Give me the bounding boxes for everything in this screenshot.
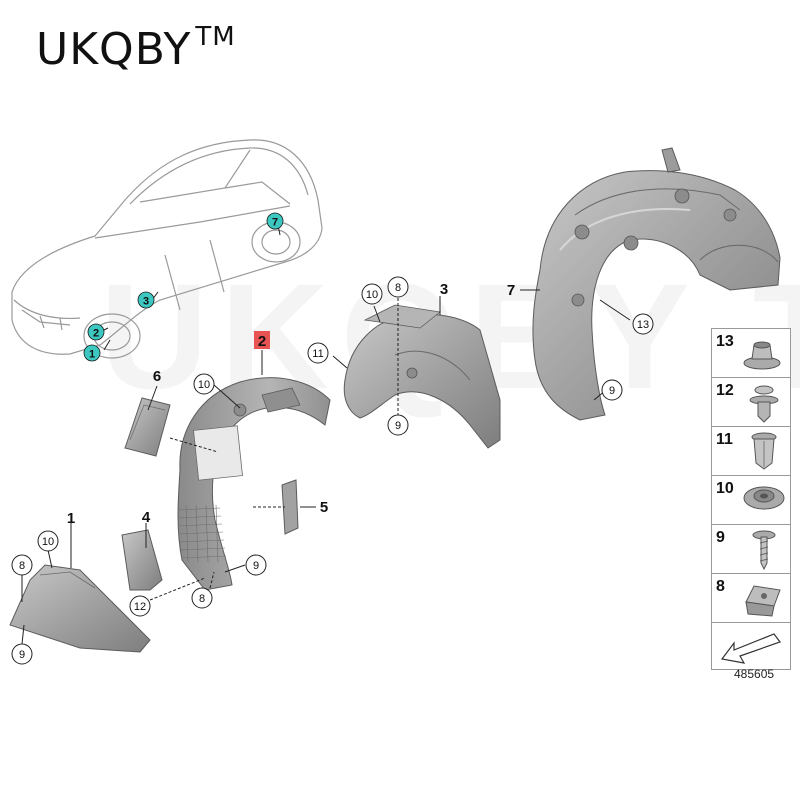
screw-icon: [752, 530, 776, 571]
fastener-callout-group: 10 8 11 9 13 9 10 9 8 12 10 8 9: [11, 276, 654, 665]
car-callout-group: 1 2 3 7: [83, 212, 284, 362]
part-label-5: 5: [320, 499, 328, 516]
car-outline-illustration: [11, 139, 323, 359]
direction-arrow-icon: [720, 633, 781, 664]
car-callout-2-circle: [87, 323, 105, 341]
part-7-rear-wheel-arch-liner: [532, 147, 781, 421]
legend-number: 10: [716, 480, 734, 497]
part-label-4: 4: [142, 509, 151, 526]
legend-row-arrow: [712, 623, 790, 669]
catalog-number: 485605: [734, 667, 775, 681]
part-label-3: 3: [440, 281, 448, 298]
part-5-bracket: [281, 479, 299, 535]
legend-row-12: 12: [712, 378, 790, 427]
car-callout-1: 1: [89, 349, 95, 361]
car-callout-3-circle: [137, 291, 155, 309]
leader-lines: [21, 224, 631, 645]
part-label-2-highlight: [254, 331, 270, 349]
flange-nut-icon: [743, 341, 781, 370]
car-callout-7: 7: [272, 217, 278, 229]
car-callout-1-circle: [83, 344, 101, 362]
callout-9-part7: 9: [609, 385, 615, 397]
legend-number: 13: [716, 333, 734, 350]
part-4-panel: [121, 529, 163, 591]
car-callout-2: 2: [93, 328, 99, 340]
legend-row-11: 11: [712, 427, 790, 476]
callout-8-part2: 8: [199, 593, 205, 605]
washer-clip-icon: [743, 486, 785, 510]
brand-trademark: TM: [195, 22, 236, 52]
fastener-legend: 13 12 11 10: [711, 328, 791, 670]
callout-8-part1: 8: [19, 560, 25, 572]
callout-10-part3: 10: [366, 289, 378, 301]
spring-nut-icon: [745, 585, 781, 617]
part-1-underbody-shield: [9, 564, 151, 653]
part-label-6: 6: [153, 368, 161, 385]
callout-10-part1: 10: [42, 536, 54, 548]
legend-row-10: 10: [712, 476, 790, 525]
part-label-2: 2: [258, 333, 266, 350]
callout-10-part2: 10: [198, 379, 210, 391]
legend-row-8: 8: [712, 574, 790, 623]
legend-number: 9: [716, 529, 725, 546]
car-callout-3: 3: [143, 296, 149, 308]
callout-9-part3: 9: [395, 420, 401, 432]
callout-13-part7: 13: [637, 319, 649, 331]
legend-row-9: 9: [712, 525, 790, 574]
callout-8-part3: 8: [395, 282, 401, 294]
expanding-nut-icon: [751, 432, 777, 470]
part-label-7: 7: [507, 282, 515, 299]
car-callout-7-circle: [266, 212, 284, 230]
callout-11-part3: 11: [312, 348, 323, 360]
callout-9-part1: 9: [19, 649, 25, 661]
part-label-1: 1: [67, 510, 75, 527]
legend-row-13: 13: [712, 329, 790, 378]
plastic-rivet-icon: [749, 385, 779, 423]
part-3-front-liner-rear-section: [343, 304, 501, 449]
brand-name: UKQBY: [36, 24, 192, 75]
legend-number: 11: [716, 431, 733, 448]
legend-number: 12: [716, 382, 734, 399]
part-6-cover: [124, 397, 171, 457]
callout-9-part2: 9: [253, 560, 259, 572]
legend-number: 8: [716, 578, 725, 595]
callout-12-part4: 12: [134, 601, 146, 613]
